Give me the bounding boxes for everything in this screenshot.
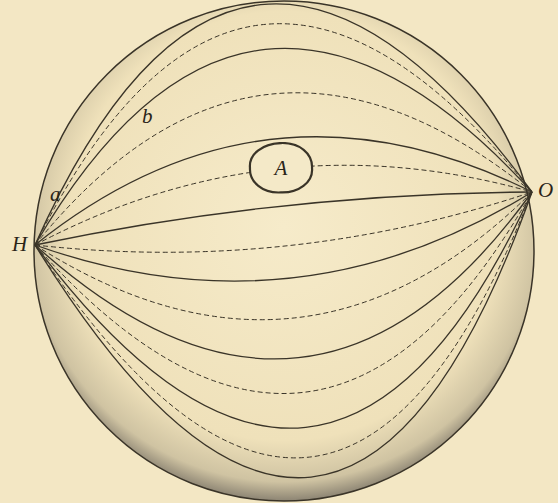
meridian [35, 192, 532, 245]
meridian [35, 48, 532, 245]
hidden-meridian [35, 192, 532, 320]
meridian [35, 192, 532, 478]
meridian [35, 192, 532, 281]
circle-region: A [248, 142, 314, 194]
meridian [35, 137, 532, 245]
meridian [35, 192, 532, 428]
meridian-lines [35, 4, 532, 478]
hidden-meridian [35, 192, 532, 252]
hidden-meridian [35, 192, 532, 458]
meridian [35, 192, 532, 359]
meridian [35, 4, 532, 245]
sphere-outline [34, 1, 534, 501]
point-label: O [538, 180, 553, 201]
hidden-meridian [35, 192, 532, 394]
point-label: H [12, 234, 27, 255]
point-label: a [50, 184, 61, 205]
hidden-meridian [35, 93, 532, 245]
region-letter: A [275, 158, 288, 179]
point-label: b [142, 106, 153, 127]
hidden-meridian [35, 24, 532, 245]
